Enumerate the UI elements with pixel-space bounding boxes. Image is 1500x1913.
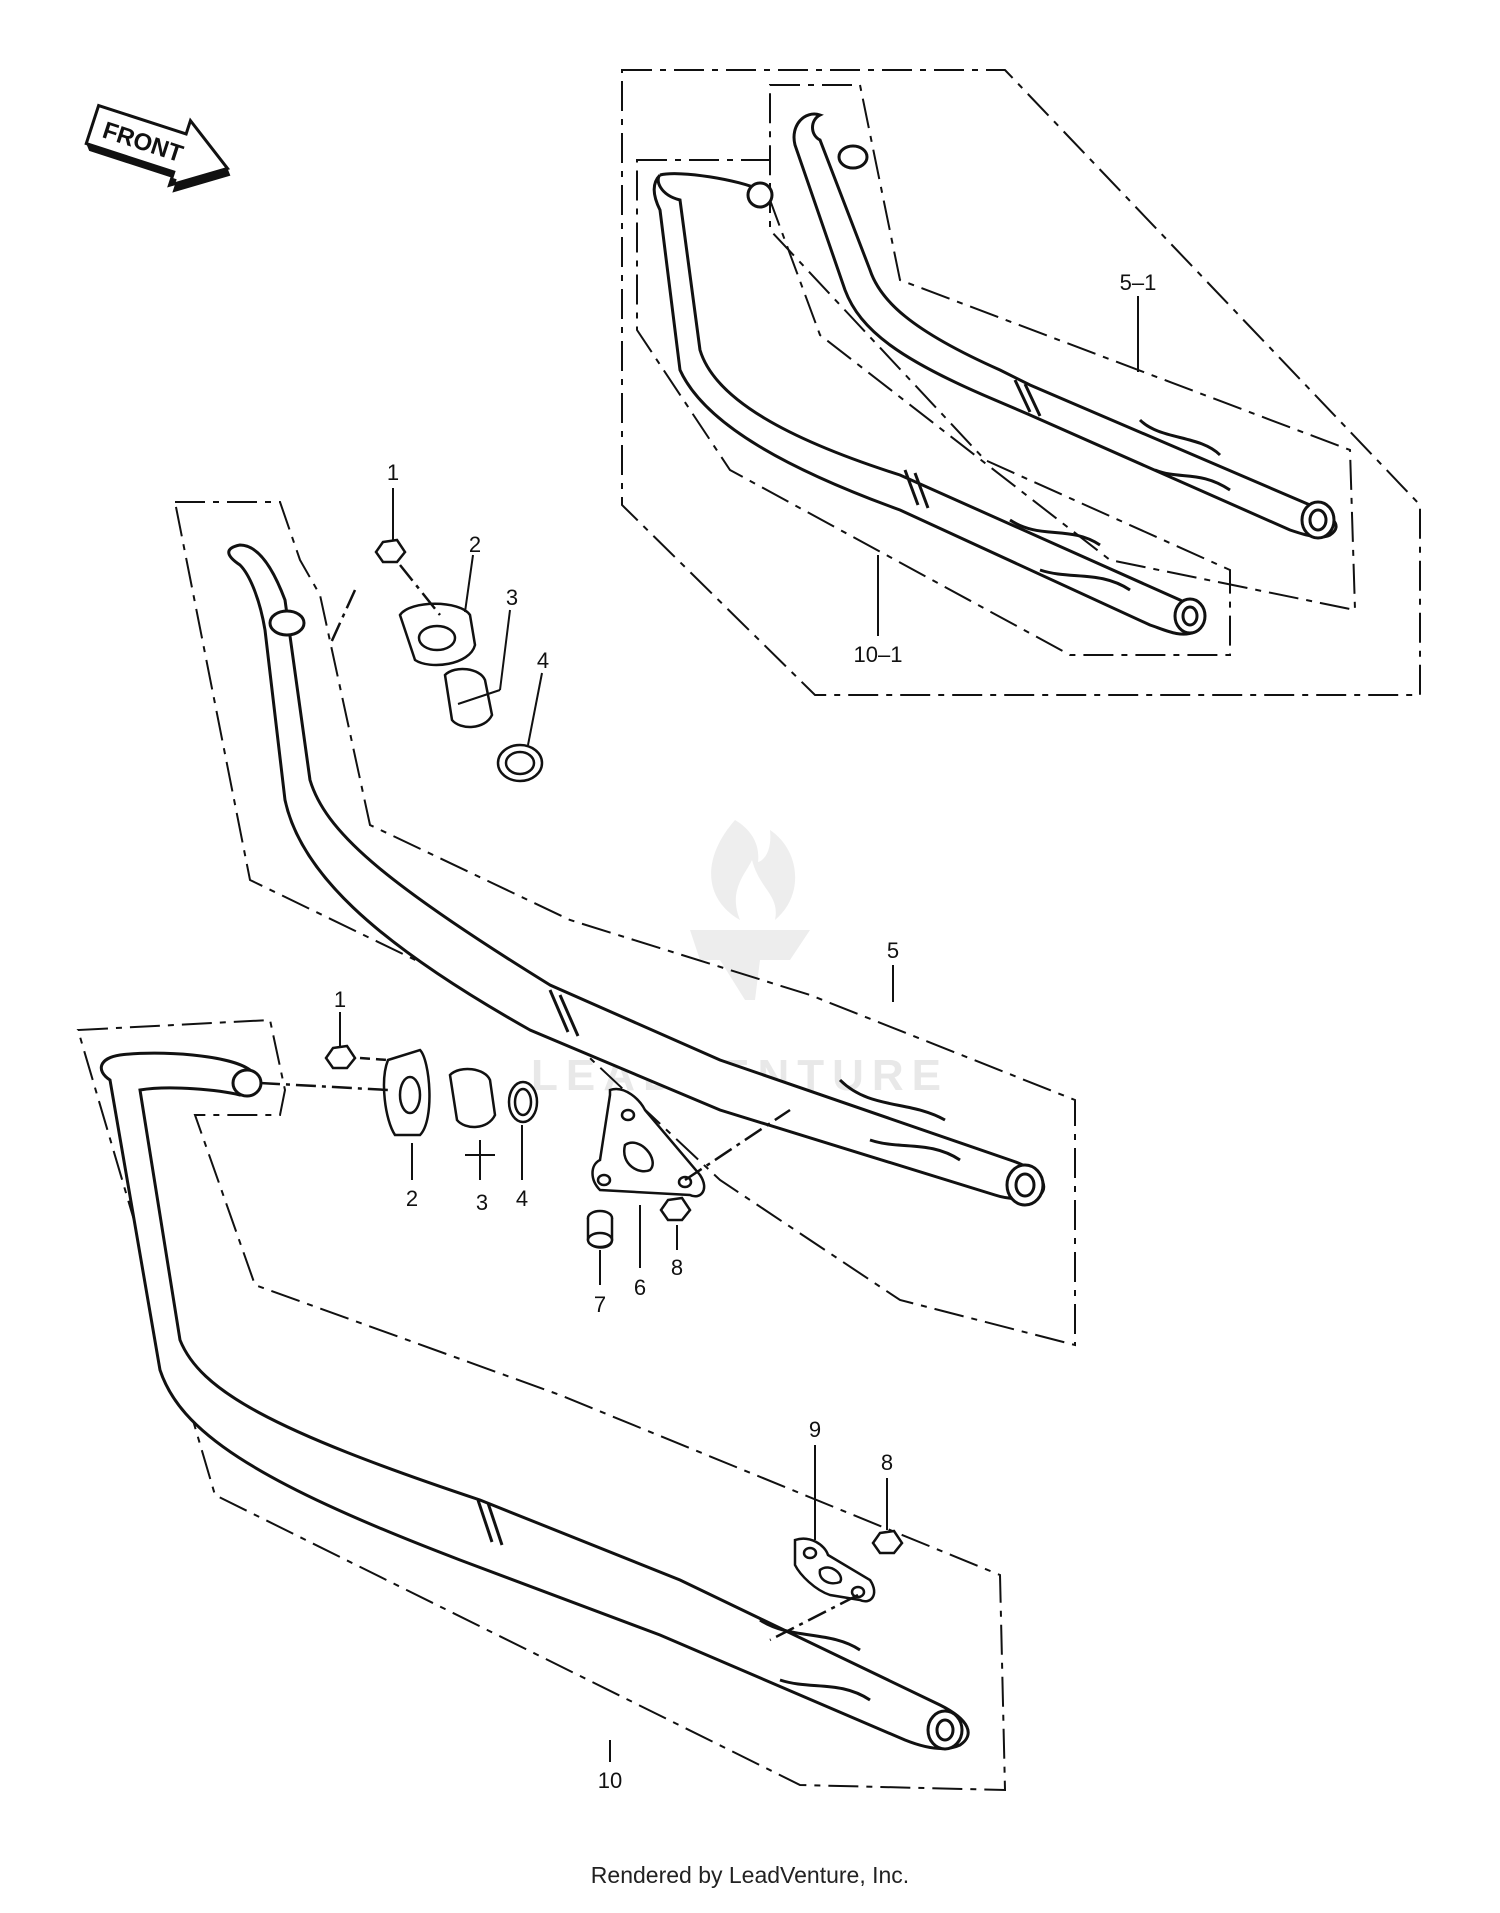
callout-2-mid: 2 [406,1186,418,1211]
front-arrow-icon: FRONT [84,103,231,193]
callout-6: 6 [634,1275,646,1300]
callout-9: 9 [809,1417,821,1442]
callout-2-top: 2 [469,532,481,557]
variant-5-1-box [769,84,1357,612]
callout-3-top: 3 [506,585,518,610]
nut-8-mid [659,1196,692,1222]
callout-10-1: 10–1 [854,642,903,667]
nut-8-low [871,1529,904,1555]
callout-1-mid: 1 [334,987,346,1012]
callout-7: 7 [594,1292,606,1317]
callout-5-1: 5–1 [1120,270,1157,295]
muffler-10-box [76,1018,1007,1792]
callout-8-low: 8 [881,1450,893,1475]
callouts: 5–1 10–1 1 2 3 4 5 1 2 3 4 6 7 8 9 8 10 [334,270,1156,1793]
bracket-6 [591,1087,791,1198]
footer-credit: Rendered by LeadVenture, Inc. [590,1862,910,1888]
hardware-group-mid [259,1044,539,1137]
callout-1-top: 1 [387,460,399,485]
bracket-9 [769,1537,876,1642]
hardware-group-top [328,538,544,783]
callout-3-mid: 3 [476,1190,488,1215]
callout-4-mid: 4 [516,1186,528,1211]
muffler-10-1 [652,172,1207,636]
muffler-5-1 [792,112,1338,540]
muffler-5-box [173,501,1076,1347]
variant-group-box [621,69,1421,696]
rubber-7 [586,1209,614,1249]
callout-10: 10 [598,1768,622,1793]
callout-8-mid: 8 [671,1255,683,1280]
muffler-10 [99,1051,970,1751]
callout-5: 5 [887,938,899,963]
callout-4-top: 4 [537,648,549,673]
muffler-5 [227,543,1046,1207]
leader-lines [339,296,1139,1762]
